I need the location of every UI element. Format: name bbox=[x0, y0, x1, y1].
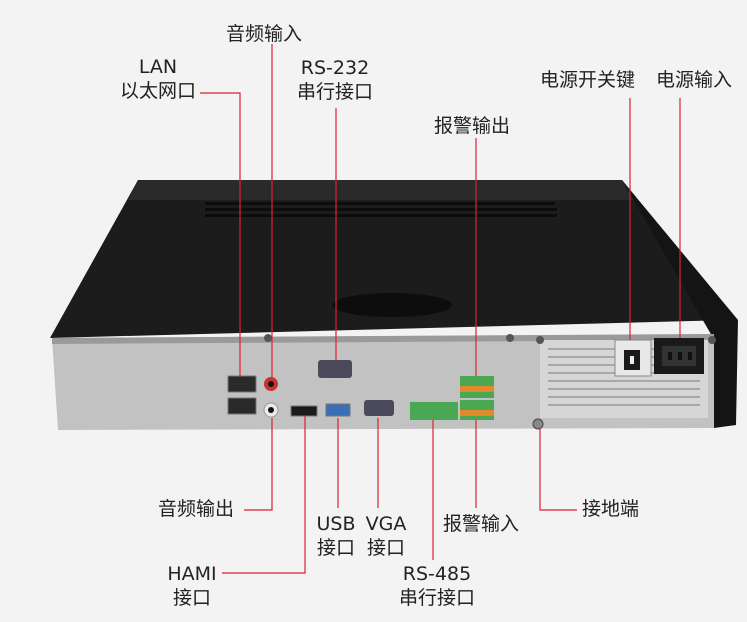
rear-panel-edge bbox=[52, 334, 714, 344]
chassis-top bbox=[50, 180, 730, 338]
top-vent bbox=[205, 202, 557, 217]
callout-hdmi bbox=[222, 416, 306, 574]
vga-port bbox=[364, 400, 394, 416]
label-rs485-line1: RS-485 bbox=[402, 563, 472, 585]
rs232-port bbox=[318, 360, 352, 378]
label-hdmi-line1: HAMI bbox=[167, 563, 217, 585]
ground-terminal bbox=[532, 418, 544, 430]
label-audio-out: 音频输出 bbox=[158, 498, 235, 520]
label-vga-line2: 接口 bbox=[366, 537, 405, 559]
screw bbox=[506, 334, 514, 342]
callout-lines bbox=[200, 44, 681, 574]
screw bbox=[536, 336, 544, 344]
callout-ground bbox=[539, 428, 577, 511]
label-alarm-in: 报警输入 bbox=[443, 513, 520, 535]
usb-port bbox=[325, 403, 351, 417]
label-lan-line2: 以太网口 bbox=[119, 80, 196, 102]
chassis-top-highlight bbox=[128, 180, 636, 200]
label-hdmi-line2: 接口 bbox=[172, 587, 211, 609]
label-ground: 接地端 bbox=[582, 498, 640, 520]
label-lan-line1: LAN bbox=[138, 56, 178, 78]
label-lan: LAN 以太网口 bbox=[118, 55, 198, 103]
label-rs232-line1: RS-232 bbox=[300, 57, 370, 79]
screw bbox=[264, 334, 272, 342]
label-hdmi: HAMI 接口 bbox=[162, 562, 222, 610]
label-usb-line1: USB bbox=[316, 513, 356, 535]
lan-port-2 bbox=[227, 397, 257, 415]
label-rs232: RS-232 串行接口 bbox=[288, 56, 382, 104]
label-rs232-line2: 串行接口 bbox=[296, 81, 373, 103]
label-usb: USB 接口 bbox=[314, 512, 358, 560]
screw bbox=[708, 336, 716, 344]
label-rs485-line2: 串行接口 bbox=[398, 587, 475, 609]
hdmi-port bbox=[290, 405, 318, 417]
label-audio-in: 音频输入 bbox=[226, 23, 303, 45]
label-vga: VGA 接口 bbox=[364, 512, 408, 560]
label-alarm-out: 报警输出 bbox=[434, 115, 511, 137]
label-vga-line1: VGA bbox=[365, 513, 407, 535]
label-power-input: 电源输入 bbox=[656, 69, 733, 91]
rs485-terminal bbox=[410, 402, 458, 420]
chassis-right-side bbox=[622, 180, 738, 428]
label-rs485: RS-485 串行接口 bbox=[392, 562, 482, 610]
label-power-switch: 电源开关键 bbox=[540, 69, 636, 91]
callout-lan bbox=[200, 92, 241, 376]
lan-port-1 bbox=[227, 375, 257, 393]
callout-audio-out bbox=[244, 418, 273, 511]
label-usb-line2: 接口 bbox=[316, 537, 355, 559]
top-oval-mark bbox=[332, 293, 452, 317]
